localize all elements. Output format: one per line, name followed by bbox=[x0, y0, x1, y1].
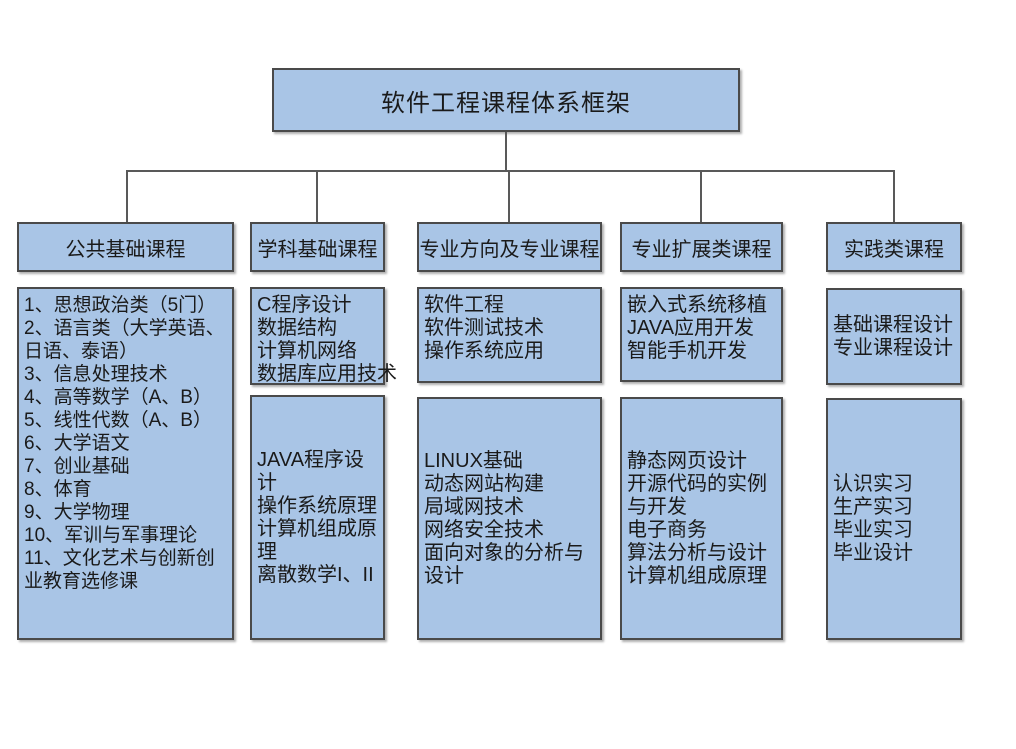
course-list-text: 认识实习 生产实习 毕业实习 毕业设计 bbox=[833, 473, 913, 564]
course-list-public-basic: 1、思想政治类（5门） 2、语言类（大学英语、日语、泰语） 3、信息处理技术 4… bbox=[17, 287, 234, 640]
category-node-major-direction: 专业方向及专业课程 bbox=[417, 222, 602, 272]
connector-branch-2 bbox=[316, 170, 318, 222]
course-list-discipline-basic-1: C程序设计 数据结构 计算机网络 数据库应用技术 bbox=[250, 287, 397, 385]
connector-horizontal-bus bbox=[126, 170, 895, 172]
category-node-major-extension: 专业扩展类课程 bbox=[620, 222, 783, 272]
category-node-public-basic: 公共基础课程 bbox=[17, 222, 234, 272]
course-list-major-extension-2: 静态网页设计 开源代码的实例与开发 电子商务 算法分析与设计 计算机组成原理 bbox=[620, 397, 783, 640]
course-list-text: 基础课程设计 专业课程设计 bbox=[833, 313, 953, 359]
course-list-major-direction-2: LINUX基础 动态网站构建 局域网技术 网络安全技术 面向对象的分析与设计 bbox=[417, 397, 602, 640]
category-node-discipline-basic: 学科基础课程 bbox=[250, 222, 385, 272]
course-list-text: LINUX基础 动态网站构建 局域网技术 网络安全技术 面向对象的分析与设计 bbox=[424, 449, 584, 587]
course-list-text: 软件工程 软件测试技术 操作系统应用 bbox=[424, 294, 544, 362]
connector-branch-3 bbox=[508, 170, 510, 222]
root-node-title: 软件工程课程体系框架 bbox=[272, 68, 740, 132]
course-list-major-direction-1: 软件工程 软件测试技术 操作系统应用 bbox=[417, 287, 602, 383]
connector-branch-5 bbox=[893, 170, 895, 222]
connector-branch-1 bbox=[126, 170, 128, 222]
course-list-major-extension-1: 嵌入式系统移植 JAVA应用开发 智能手机开发 bbox=[620, 287, 783, 382]
category-node-practice: 实践类课程 bbox=[826, 222, 962, 272]
course-list-text: 嵌入式系统移植 JAVA应用开发 智能手机开发 bbox=[627, 294, 767, 362]
connector-branch-4 bbox=[700, 170, 702, 222]
course-list-text: 静态网页设计 开源代码的实例与开发 电子商务 算法分析与设计 计算机组成原理 bbox=[627, 449, 767, 587]
course-list-text: 1、思想政治类（5门） 2、语言类（大学英语、日语、泰语） 3、信息处理技术 4… bbox=[24, 295, 225, 592]
course-list-discipline-basic-2: JAVA程序设计 操作系统原理 计算机组成原理 离散数学I、II bbox=[250, 395, 385, 640]
course-list-practice-2: 认识实习 生产实习 毕业实习 毕业设计 bbox=[826, 398, 962, 640]
connector-root-stem bbox=[505, 132, 507, 171]
course-list-text: JAVA程序设计 操作系统原理 计算机组成原理 离散数学I、II bbox=[257, 448, 377, 586]
course-list-text: C程序设计 数据结构 计算机网络 数据库应用技术 bbox=[257, 294, 397, 385]
course-list-practice-1: 基础课程设计 专业课程设计 bbox=[826, 288, 962, 385]
